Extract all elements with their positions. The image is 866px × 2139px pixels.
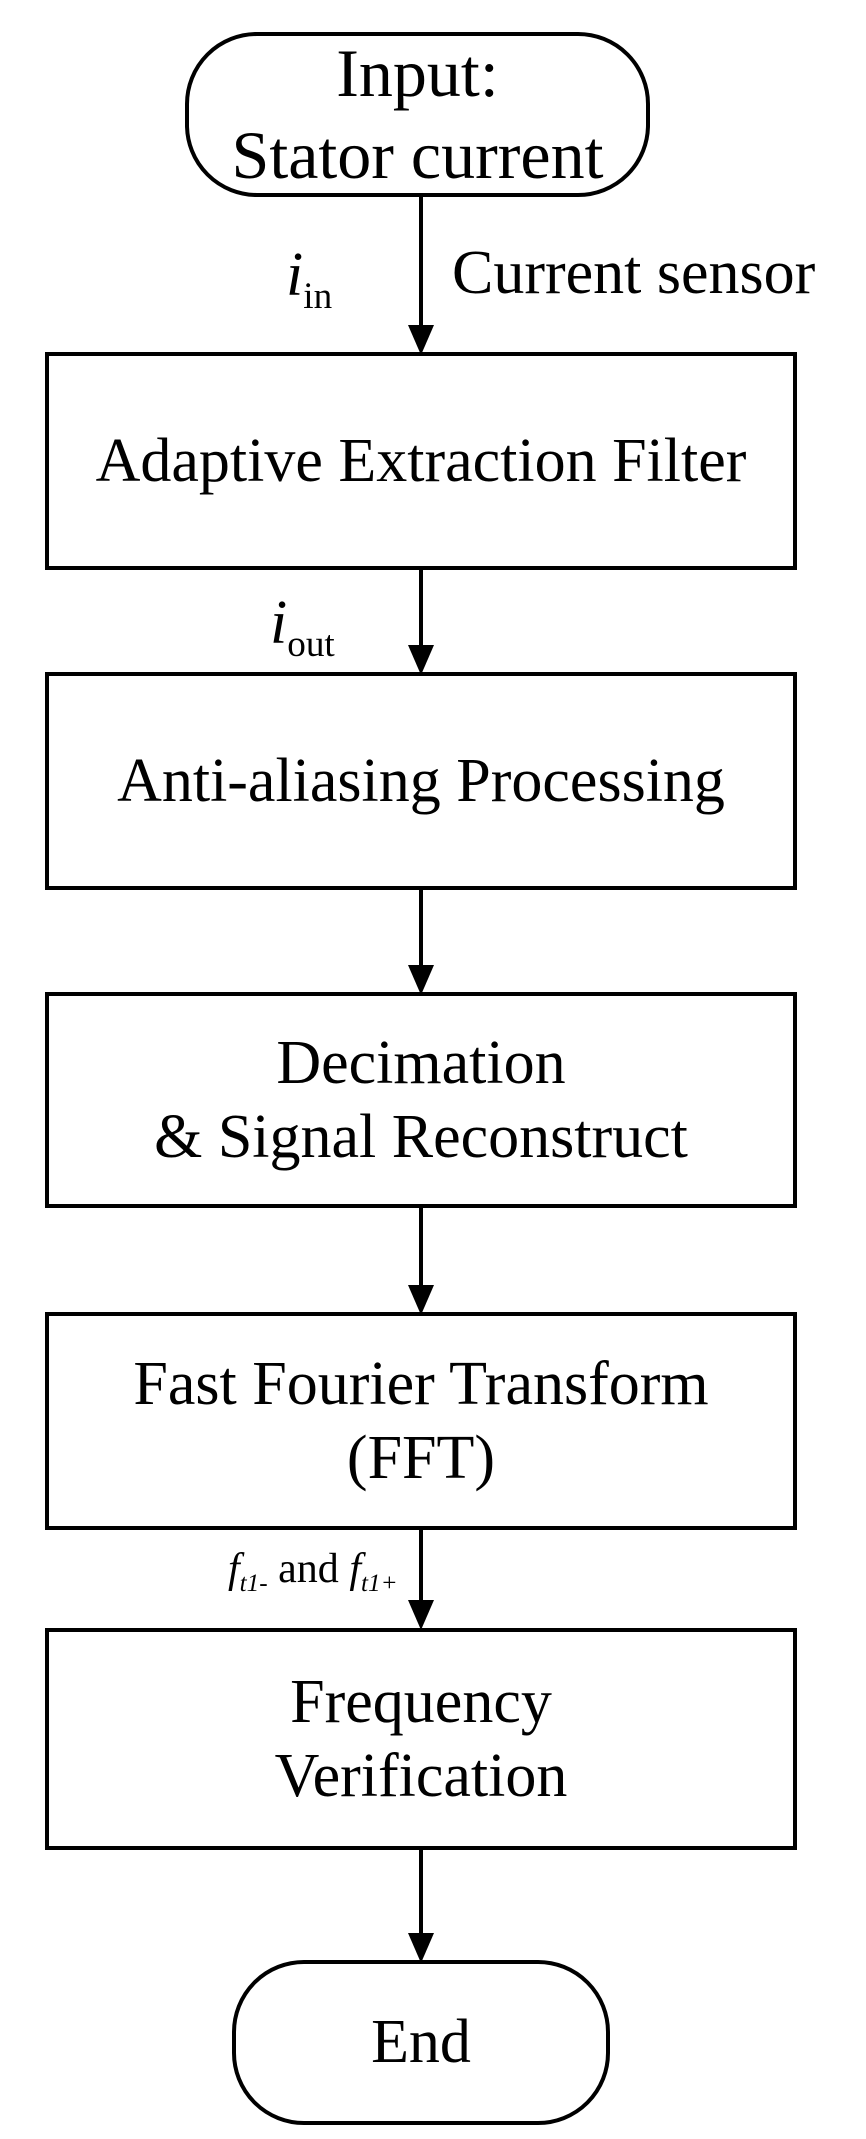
input-sublabel: Stator current bbox=[231, 116, 604, 193]
input-label: Input: bbox=[336, 34, 499, 111]
edge-sub-in: in bbox=[303, 276, 333, 318]
edge-var-f2: f bbox=[349, 1546, 361, 1592]
fft-abbrev-label: (FFT) bbox=[346, 1424, 496, 1492]
edge-label-frequencies: ft1- and ft1+ bbox=[228, 1545, 398, 1598]
edge-var-i-out: i bbox=[270, 589, 288, 657]
edge-sub-f2: t1+ bbox=[360, 1569, 398, 1597]
edge-var-f1: f bbox=[228, 1546, 240, 1592]
fft-label: Fast Fourier Transform bbox=[133, 1349, 709, 1418]
fft-box: Fast Fourier Transform (FFT) bbox=[45, 1312, 797, 1530]
arrow-decimation-to-fft bbox=[408, 1208, 434, 1315]
arrow-adaptive-to-antialias bbox=[408, 570, 434, 675]
anti-aliasing-processing-label: Anti-aliasing Processing bbox=[117, 746, 725, 815]
frequency-verification-box: Frequency Verification bbox=[45, 1628, 797, 1850]
edge-sub-f1: t1- bbox=[239, 1569, 268, 1597]
verification-label: Verification bbox=[274, 1742, 568, 1810]
current-sensor-label: Current sensor bbox=[452, 239, 816, 307]
adaptive-extraction-filter-label: Adaptive Extraction Filter bbox=[95, 426, 747, 495]
signal-reconstruct-label: & Signal Reconstruct bbox=[154, 1103, 688, 1171]
edge-conj: and bbox=[278, 1546, 339, 1592]
decimation-box: Decimation & Signal Reconstruct bbox=[45, 992, 797, 1208]
decimation-label: Decimation bbox=[276, 1028, 566, 1097]
edge-sub-out: out bbox=[287, 624, 335, 666]
arrow-fft-to-frequency bbox=[408, 1530, 434, 1630]
arrow-antialias-to-decimation bbox=[408, 890, 434, 995]
end-terminal: End bbox=[232, 1960, 610, 2125]
anti-aliasing-processing-box: Anti-aliasing Processing bbox=[45, 672, 797, 890]
arrow-frequency-to-end bbox=[408, 1850, 434, 1963]
adaptive-extraction-filter-box: Adaptive Extraction Filter bbox=[45, 352, 797, 570]
edge-var-i-in: i bbox=[286, 241, 304, 309]
input-terminal: Input: Stator current bbox=[185, 32, 650, 197]
edge-label-i-out: iout bbox=[270, 588, 335, 666]
end-label: End bbox=[371, 2008, 471, 2077]
edge-label-i-in: iin bbox=[286, 240, 332, 318]
frequency-label: Frequency bbox=[290, 1667, 552, 1736]
arrow-input-to-adaptive bbox=[408, 197, 434, 355]
